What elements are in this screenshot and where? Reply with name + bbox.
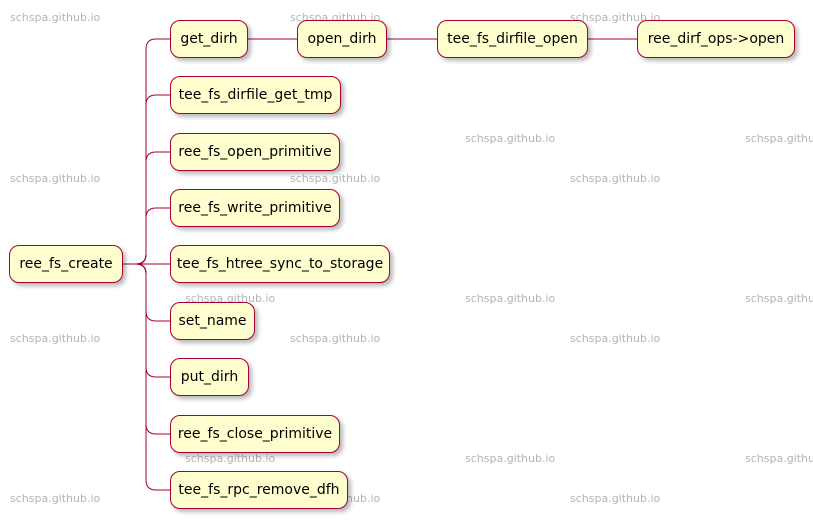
node-get-dirh[interactable]: get_dirh xyxy=(170,20,248,58)
watermark: schspa.github.io xyxy=(570,11,661,24)
watermark: schspa.github.io xyxy=(570,172,661,185)
watermark: schspa.github.io xyxy=(745,132,813,145)
watermark: schspa.github.io xyxy=(10,172,101,185)
node-tee-fs-htree-sync-to-storage[interactable]: tee_fs_htree_sync_to_storage xyxy=(170,245,390,283)
watermark: schspa.github.io xyxy=(570,492,661,505)
node-put-dirh[interactable]: put_dirh xyxy=(170,358,249,396)
watermark: schspa.github.io xyxy=(10,332,101,345)
watermark: schspa.github.io xyxy=(10,11,101,24)
connector-n_root-n_rpc_remove xyxy=(123,263,170,491)
node-tee-fs-dirfile-get-tmp[interactable]: tee_fs_dirfile_get_tmp xyxy=(170,76,341,114)
watermark: schspa.github.io xyxy=(570,332,661,345)
node-open-dirh[interactable]: open_dirh xyxy=(297,20,387,58)
node-tee-fs-dirfile-open[interactable]: tee_fs_dirfile_open xyxy=(437,20,588,58)
connector-n_root-n_write_prim xyxy=(123,207,170,265)
node-ree-dirf-ops-open[interactable]: ree_dirf_ops->open xyxy=(637,20,795,58)
watermark: schspa.github.io xyxy=(465,452,556,465)
node-ree-fs-close-primitive[interactable]: ree_fs_close_primitive xyxy=(170,415,340,453)
watermark: schspa.github.io xyxy=(290,172,381,185)
watermark: schspa.github.io xyxy=(465,132,556,145)
watermark: schspa.github.io xyxy=(185,292,276,305)
watermark: schspa.github.io xyxy=(290,332,381,345)
watermark: schspa.github.io xyxy=(745,452,813,465)
watermark: schspa.github.io xyxy=(10,492,101,505)
node-tee-fs-rpc-remove-dfh[interactable]: tee_fs_rpc_remove_dfh xyxy=(170,471,348,509)
node-ree-fs-create[interactable]: ree_fs_create xyxy=(9,245,123,283)
watermark: schspa.github.io xyxy=(465,292,556,305)
watermark: schspa.github.io xyxy=(185,452,276,465)
node-ree-fs-open-primitive[interactable]: ree_fs_open_primitive xyxy=(170,133,340,171)
watermark: schspa.github.io xyxy=(745,292,813,305)
node-set-name[interactable]: set_name xyxy=(170,302,255,340)
node-ree-fs-write-primitive[interactable]: ree_fs_write_primitive xyxy=(170,189,340,227)
